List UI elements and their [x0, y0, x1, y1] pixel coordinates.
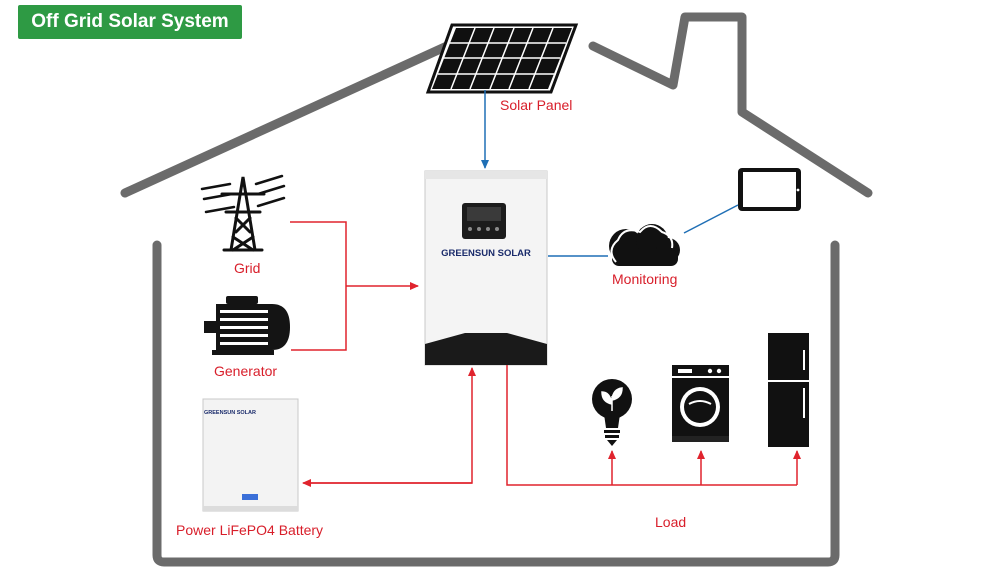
- battery-icon: [202, 398, 299, 512]
- cloud-icon: [609, 224, 680, 266]
- battery-label: Power LiFePO4 Battery: [176, 522, 324, 538]
- solar-panel-label: Solar Panel: [500, 97, 573, 113]
- light-bulb-icon: [592, 379, 632, 446]
- house-outline: [120, 12, 873, 567]
- refrigerator-icon: [768, 333, 809, 447]
- title-badge: Off Grid Solar System: [18, 5, 242, 39]
- grid-line: [290, 221, 347, 351]
- monitoring-label: Monitoring: [612, 271, 678, 287]
- tablet-icon: [738, 168, 801, 211]
- generator-icon: [204, 296, 290, 355]
- load-label: Load: [655, 514, 687, 530]
- battery-inverter-link: [305, 367, 476, 484]
- generator-label: Generator: [214, 363, 278, 379]
- cloud-to-tablet-line: [683, 204, 739, 234]
- inverter-brand-text: GREENSUN SOLAR: [441, 248, 531, 259]
- cloud-outline-icon: [610, 225, 674, 263]
- solar-panel-icon: [425, 23, 579, 94]
- battery-brand-text: GREENSUN SOLAR: [204, 410, 256, 416]
- washing-machine-icon: [672, 365, 729, 442]
- load-bus: [506, 365, 797, 486]
- grid-label: Grid: [234, 260, 261, 276]
- blue-connections: [481, 90, 739, 257]
- inverter-icon: [424, 170, 548, 366]
- grid-tower-icon: [200, 174, 286, 252]
- diagram-title: Off Grid Solar System: [31, 11, 229, 32]
- red-connections: [290, 221, 801, 487]
